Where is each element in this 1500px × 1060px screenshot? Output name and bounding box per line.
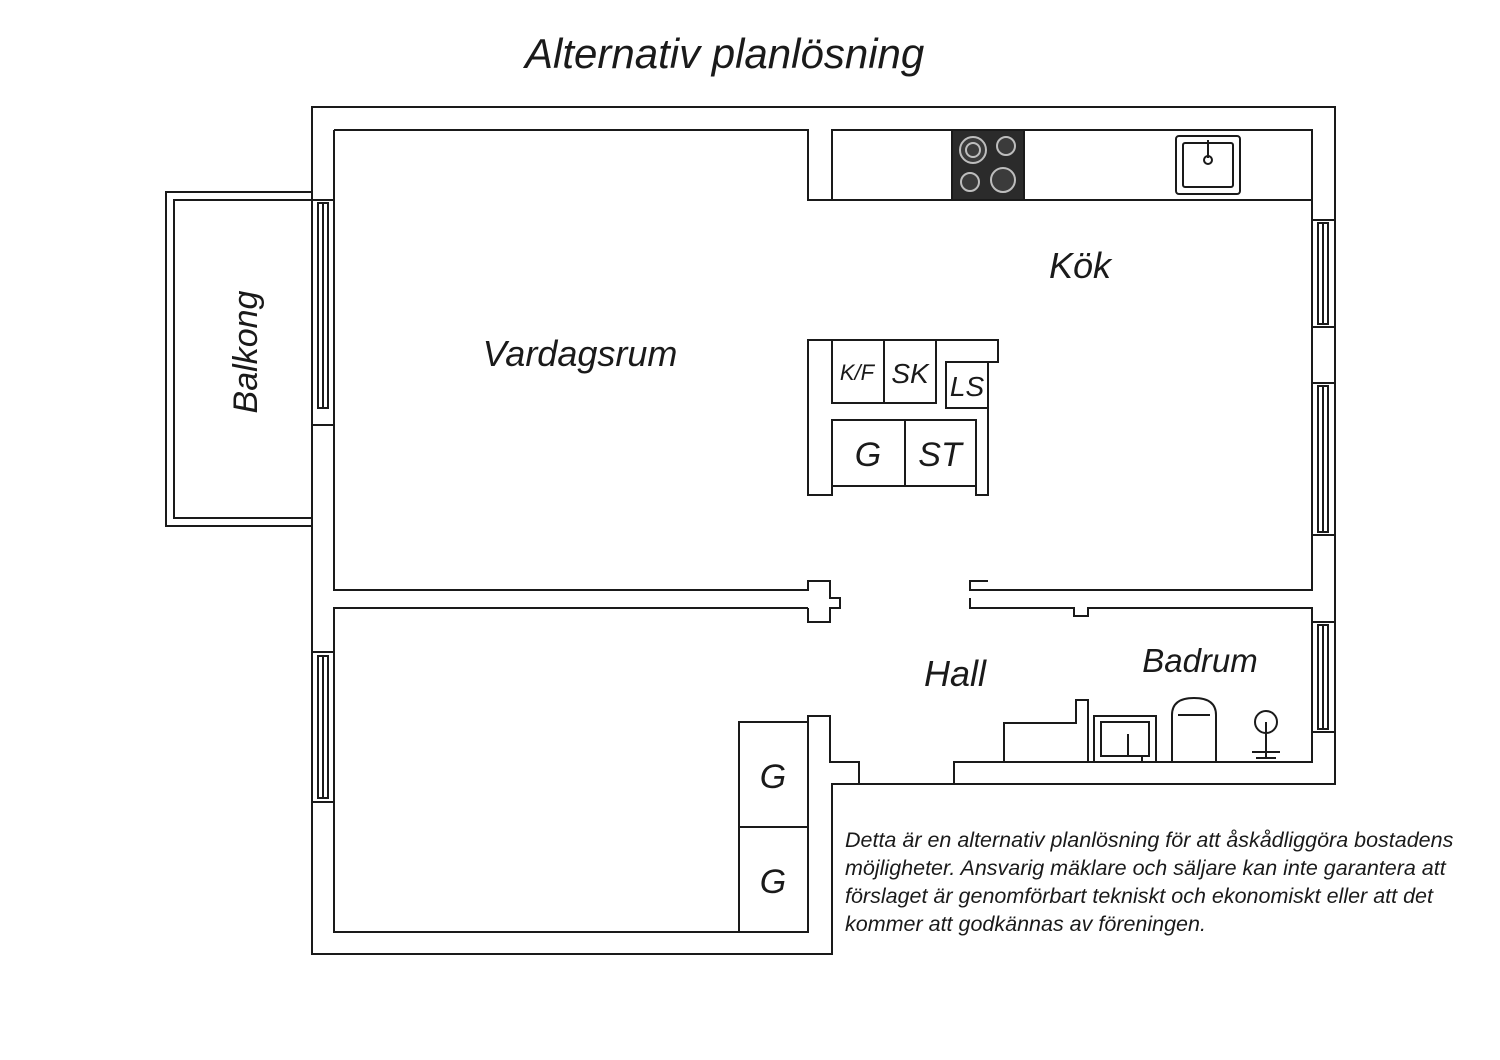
closet-kf-label: K/F (840, 360, 876, 385)
window-bathroom (1311, 621, 1336, 733)
hall-label: Hall (924, 653, 987, 694)
window-balcony (311, 199, 335, 426)
closet-block (807, 339, 999, 496)
wardrobe-g-bottom-label: G (760, 863, 786, 901)
wardrobe-g-top-label: G (760, 758, 786, 796)
outer-wall (311, 106, 1336, 955)
window-kitchen-2 (1311, 382, 1336, 536)
bedroom-wardrobes (738, 721, 809, 933)
closet-sk-label: SK (891, 358, 930, 389)
closet-st-label: ST (918, 436, 964, 474)
plan-title: Alternativ planlösning (525, 30, 925, 77)
disclaimer-text: Detta är en alternativ planlösning för a… (845, 828, 1454, 936)
balcony-label: Balkong (227, 290, 265, 413)
bathroom-fixtures (1003, 696, 1280, 763)
closet-ls-label: LS (950, 371, 985, 402)
bathroom-label: Badrum (1142, 642, 1258, 679)
kitchen-label: Kök (1049, 245, 1113, 286)
living-room-label: Vardagsrum (483, 333, 678, 374)
kitchen-sink (1175, 135, 1241, 195)
window-bedroom (311, 651, 335, 803)
kitchen-counter (831, 129, 1313, 200)
stove (951, 129, 1025, 201)
closet-g-label: G (855, 436, 881, 474)
living-room-wall (333, 129, 1313, 623)
window-kitchen-1 (1311, 219, 1336, 328)
